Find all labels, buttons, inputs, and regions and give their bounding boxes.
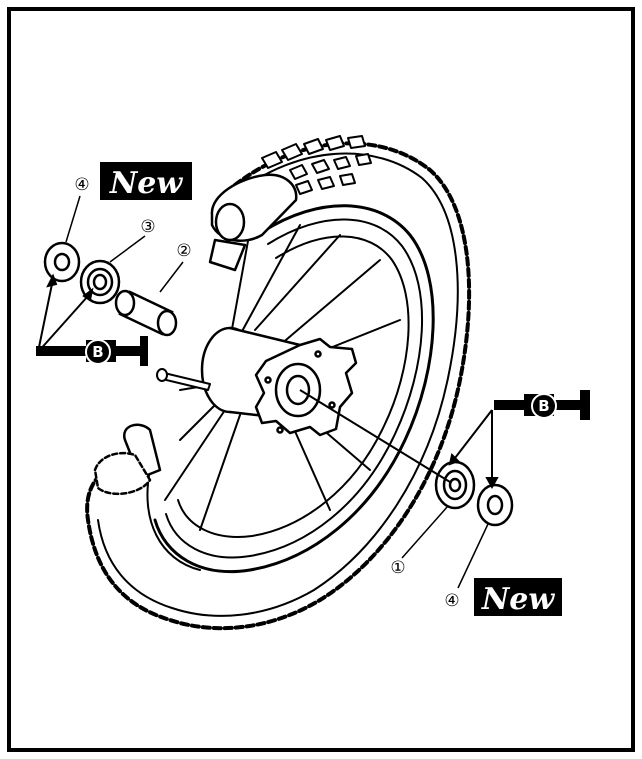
grease-arrows-right (448, 409, 499, 490)
hub-flange (254, 337, 358, 437)
tire (85, 135, 472, 631)
grease-gun-icon-left: B (36, 336, 148, 366)
tread-knobs (261, 135, 372, 195)
part-4-oil-seal-right (476, 483, 514, 527)
inner-tube-bottom (93, 423, 162, 496)
grease-label-left: B (92, 343, 103, 361)
new-badge-top: New (100, 162, 192, 201)
callout-3: ③ (140, 217, 155, 237)
diagram-border (7, 7, 635, 752)
part-1-bearing-right (434, 460, 476, 510)
inner-tube-top (208, 173, 298, 272)
part-2-spacer (114, 289, 178, 337)
spokes (164, 224, 401, 531)
callout-4-top: ④ (74, 175, 89, 195)
new-badge-top-text: New (109, 166, 184, 201)
part-4-oil-seal-left (43, 241, 81, 283)
grease-label-right: B (538, 397, 549, 415)
rim (146, 204, 435, 574)
callout-2: ② (176, 241, 191, 261)
new-badge-bottom: New (474, 578, 562, 617)
grease-gun-icon-right: B (494, 390, 590, 420)
grease-arrows-left (37, 273, 94, 353)
callout-4-bottom: ④ (444, 591, 459, 611)
new-badge-bottom-text: New (481, 582, 556, 617)
hub-bolt (156, 368, 211, 391)
leader-lines (65, 195, 489, 589)
axle-line (299, 389, 451, 483)
wheel-illustration (85, 135, 472, 631)
callout-1: ① (390, 558, 405, 578)
